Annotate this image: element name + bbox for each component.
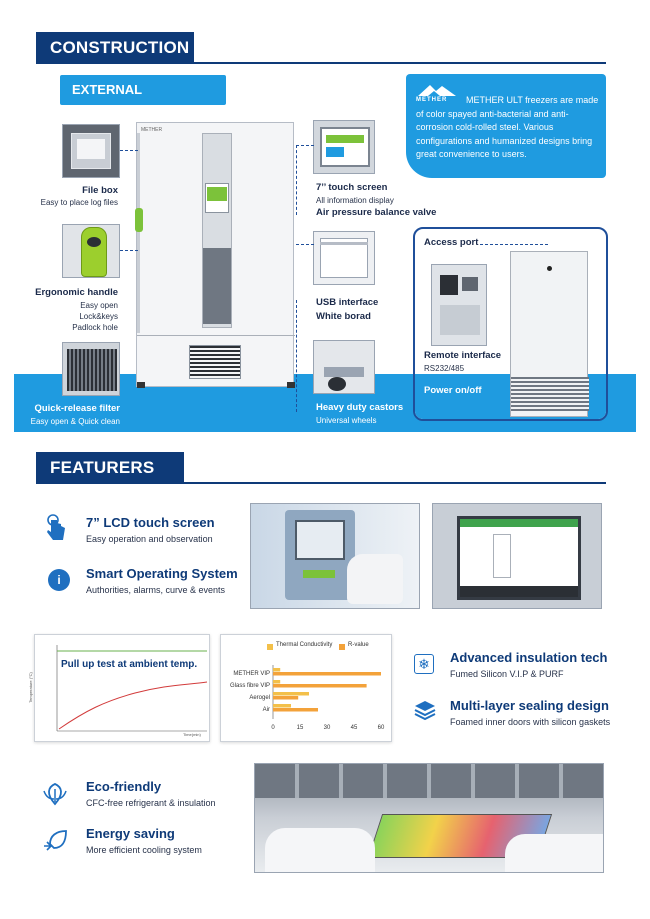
touch-sub: All information display: [316, 196, 394, 205]
leader-access: [480, 244, 548, 245]
mether-logo: METHER: [416, 82, 458, 104]
bar-category-label: Glass fibre VIP: [230, 683, 270, 689]
bar-x-tick: 60: [378, 725, 385, 731]
insulation-title: Advanced insulation tech: [450, 650, 608, 665]
filter-title: Quick-release filter: [34, 403, 120, 414]
os-title: Smart Operating System: [86, 566, 238, 581]
leader-usb: [296, 244, 314, 245]
leader-handle: [120, 250, 138, 251]
energy-sub: More efficient cooling system: [86, 845, 202, 855]
castors-thumb: [313, 340, 375, 394]
leader-touch: [296, 145, 314, 146]
screen-photo: [432, 503, 602, 609]
handle-title: Ergonomic handle: [35, 287, 118, 298]
castors-sub: Universal wheels: [316, 416, 377, 425]
sealing-title: Multi-layer sealing design: [450, 698, 609, 713]
filter-thumb: [62, 342, 120, 396]
freezer-illustration: METHER: [135, 122, 295, 388]
usb-title: USB interface: [316, 297, 379, 308]
bar-tc: [273, 668, 281, 672]
legend-rv: R-value: [348, 642, 369, 648]
touch-title: 7’’ touch screen: [316, 182, 388, 193]
layers-icon: [413, 699, 437, 721]
mountain-logo-icon: [418, 85, 456, 96]
castors-title: Heavy duty castors: [316, 402, 404, 413]
featurers-rule: [36, 482, 606, 484]
filter-sub: Easy open & Quick clean: [30, 417, 120, 426]
power-title: Power on/off: [424, 385, 482, 396]
bar-tc: [273, 692, 309, 696]
remote-thumb: [431, 264, 487, 346]
side-freezer-illustration: [510, 251, 589, 417]
insulation-chart: Thermal Conductivity R-value METHER VIP G…: [220, 634, 392, 742]
file-box-title: File box: [82, 185, 118, 196]
plug-leaf-icon: [42, 828, 68, 854]
pulldown-xlabel: Time(min): [183, 732, 201, 737]
handle-sub1: Easy open: [80, 301, 118, 310]
file-box-sub: Easy to place log files: [40, 198, 118, 207]
construction-rule: [36, 62, 606, 64]
insulation-sub: Fumed Silicon V.I.P & PURF: [450, 669, 564, 679]
bar-x-tick: 15: [297, 725, 304, 731]
bar-x-tick: 0: [271, 725, 275, 731]
info-icon: i: [48, 569, 70, 591]
leader-filebox: [120, 150, 138, 151]
brand-desc: METHER ULT freezers are made of color sp…: [416, 95, 599, 159]
file-box-thumb: [62, 124, 120, 178]
handle-sub2: Lock&keys: [79, 312, 118, 321]
eco-title: Eco-friendly: [86, 779, 162, 794]
remote-title: Remote interface: [424, 350, 502, 361]
legend-rv-swatch: [339, 644, 345, 650]
samples-photo: [254, 763, 604, 873]
bar-rv: [273, 708, 318, 712]
whiteboard-title: White borad: [316, 311, 371, 322]
bar-category-label: METHER VIP: [233, 671, 270, 677]
usb-thumb: [313, 231, 375, 285]
construction-banner: CONSTRUCTION: [36, 32, 194, 64]
pulldown-chart: Pull up test at ambient temp. Time(min) …: [28, 634, 210, 742]
bar-x-tick: 30: [324, 725, 331, 731]
leader-castor-v: [296, 300, 297, 412]
pulldown-title: Pull up test at ambient temp.: [61, 659, 198, 670]
leaf-icon: [42, 781, 68, 807]
bar-tc: [273, 680, 281, 684]
bar-tc: [273, 704, 291, 708]
touch-hand-icon: [44, 514, 68, 542]
logo-text: METHER: [416, 97, 448, 103]
legend-tc-swatch: [267, 644, 273, 650]
remote-sub: RS232/485: [424, 364, 465, 373]
valve-title: Air pressure balance valve: [316, 207, 437, 218]
handle-sub3: Padlock hole: [72, 323, 118, 332]
eco-sub: CFC-free refrigerant & insulation: [86, 798, 216, 808]
leader-touch-v: [296, 145, 297, 215]
lcd-sub: Easy operation and observation: [86, 534, 213, 544]
featurers-banner: FEATURERS: [36, 452, 184, 484]
sealing-sub: Foamed inner doors with silicon gaskets: [450, 717, 611, 727]
brand-box: METHER METHER ULT freezers are made of c…: [406, 74, 606, 178]
bar-rv: [273, 672, 381, 676]
bar-rv: [273, 684, 367, 688]
bar-category-label: Aerogel: [249, 695, 270, 701]
touch-screen-thumb: [313, 120, 375, 174]
external-structure-banner: EXTERNAL STRUCTURE: [60, 75, 226, 127]
touch-photo: [250, 503, 420, 609]
pulldown-ylabel: Temperature (°C): [27, 672, 33, 703]
handle-thumb: [62, 224, 120, 278]
lcd-title: 7” LCD touch screen: [86, 515, 215, 530]
bar-category-label: Air: [263, 707, 270, 713]
bar-x-tick: 45: [351, 725, 358, 731]
legend-tc: Thermal Conductivity: [276, 642, 333, 648]
energy-title: Energy saving: [86, 826, 175, 841]
bar-rv: [273, 696, 299, 700]
access-port-title: Access port: [424, 237, 479, 248]
snowflake-icon: ❄: [414, 654, 434, 674]
os-sub: Authorities, alarms, curve & events: [86, 585, 226, 595]
